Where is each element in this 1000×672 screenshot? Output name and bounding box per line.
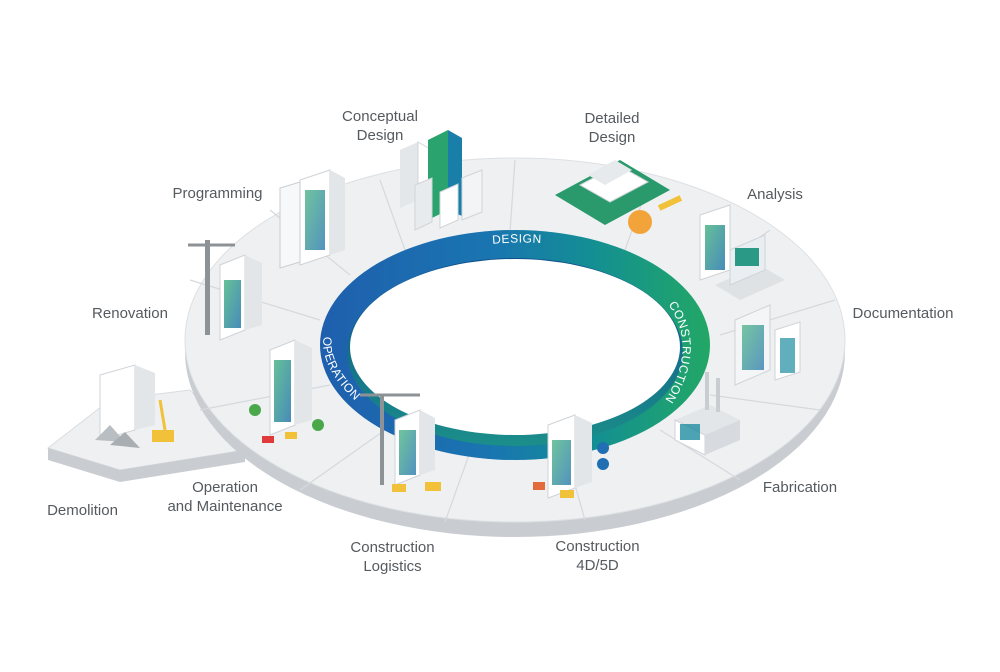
label-documentation: Documentation <box>852 305 954 322</box>
label-renovation: Renovation <box>92 305 168 322</box>
label-fabrication: Fabrication <box>762 479 838 496</box>
construction-logistics-illustration <box>360 393 441 492</box>
conceptual-design-illustration <box>400 130 483 231</box>
fabrication-illustration <box>674 372 740 456</box>
label-demolition: Demolition <box>47 502 118 519</box>
tree-icon <box>249 404 261 416</box>
analysis-illustration <box>699 204 785 300</box>
label-construction-logistics: Construction Logistics <box>350 539 435 575</box>
excavator-icon <box>152 430 174 442</box>
label-detailed-design: Detailed Design <box>584 110 640 146</box>
hard-hat-icon <box>628 210 652 234</box>
construction-4d5d-illustration <box>533 414 609 499</box>
label-operation-maintenance: Operation and Maintenance <box>167 479 283 515</box>
platform-demolition-tab-edge <box>48 448 245 482</box>
label-analysis: Analysis <box>747 186 803 203</box>
dollar-icon <box>597 458 609 470</box>
tree-icon <box>312 419 324 431</box>
detailed-design-illustration <box>555 160 683 234</box>
label-programming: Programming <box>172 185 263 202</box>
operation-maintenance-illustration <box>249 339 324 443</box>
ring-label-design: DESIGN <box>492 231 542 246</box>
programming-illustration <box>279 169 345 269</box>
renovation-illustration <box>188 240 262 341</box>
documentation-illustration <box>734 304 801 386</box>
lifecycle-ring-hole <box>350 259 680 435</box>
clock-icon <box>597 442 609 454</box>
label-construction-4d5d: Construction 4D/5D <box>555 538 640 574</box>
demolition-illustration <box>95 364 174 448</box>
label-conceptual-design: Conceptual Design <box>342 108 418 144</box>
